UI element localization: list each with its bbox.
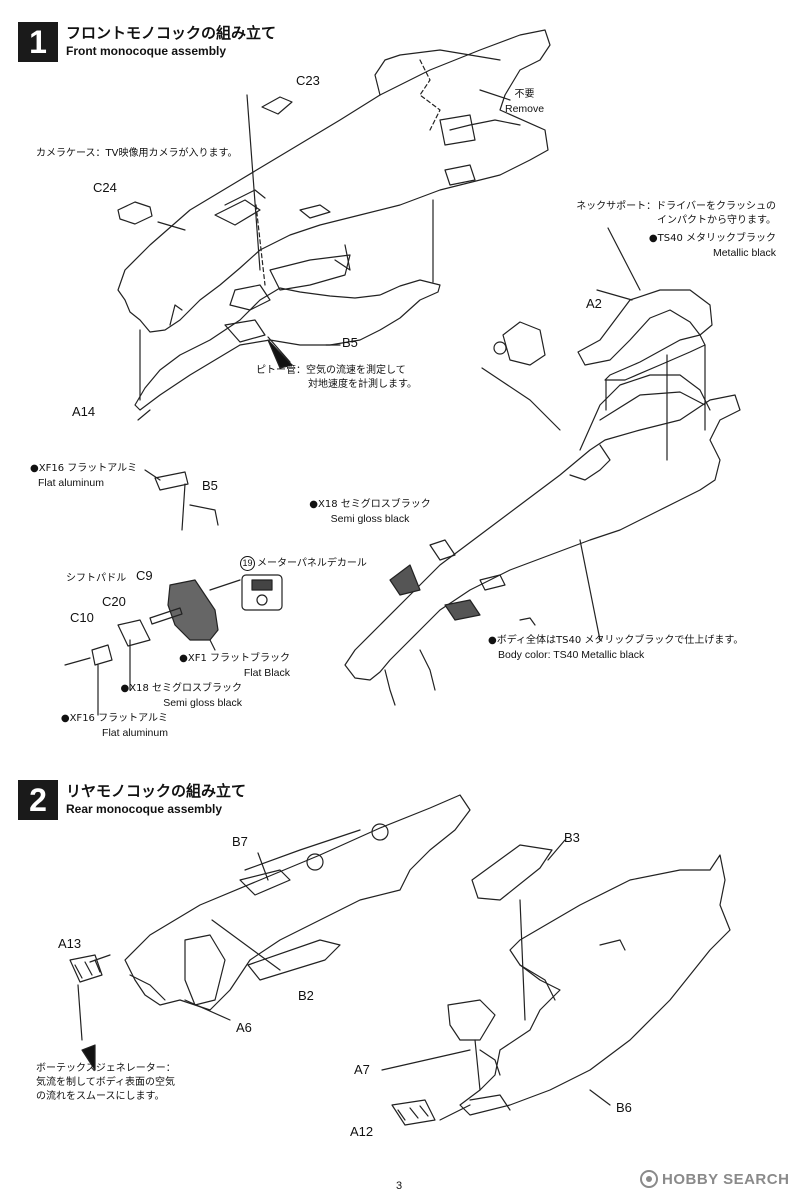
note-vortex-line1: ボーテックスジェネレーター： <box>36 1063 176 1074</box>
note-body-color-en: Body color: TS40 Metallic black <box>498 649 645 661</box>
note-vortex-generator: ボーテックスジェネレーター： 気流を制してボディ表面の空気 の流れをスムースにし… <box>36 1062 176 1104</box>
part-label-b6: B6 <box>616 1100 632 1115</box>
part-label-b2: B2 <box>298 988 314 1003</box>
part-label-a2: A2 <box>586 296 602 311</box>
note-xf1-c9: ●XF1 フラットブラック Flat Black <box>168 652 290 680</box>
front-monocoque-right-drawing <box>344 227 741 706</box>
part-label-c24: C24 <box>93 180 117 195</box>
note-x18-body-jp: ●X18 セミグロスブラック <box>309 499 431 510</box>
note-meter-panel-jp: メーターパネルデカール <box>257 558 367 569</box>
note-shift-paddle: シフトパドル <box>66 573 127 584</box>
note-camera-case: カメラケース：TV映像用カメラが入ります。 <box>36 148 238 159</box>
step-2-badge: 2 <box>18 780 58 820</box>
note-neck-support-line1: ネックサポート：ドライバーをクラッシュの <box>576 201 776 212</box>
part-label-b5-top: B5 <box>342 335 358 350</box>
note-pitot-line2: 対地速度を計測します。 <box>308 379 417 390</box>
step-1-title-jp: フロントモノコックの組み立て <box>66 24 277 42</box>
step-1-badge: 1 <box>18 22 58 62</box>
note-x18-body-en: Semi gloss black <box>330 513 410 525</box>
note-vortex-line3: の流れをスムースにします。 <box>36 1091 165 1102</box>
detail-drawings <box>64 469 283 716</box>
part-label-b7: B7 <box>232 834 248 849</box>
note-x18-c20-jp: ●X18 セミグロスブラック <box>120 683 242 694</box>
part-label-a12: A12 <box>350 1124 374 1139</box>
part-label-c10: C10 <box>70 610 94 625</box>
note-x18-body: ●X18 セミグロスブラック Semi gloss black <box>300 498 440 526</box>
vortex-pointer-icon <box>81 1044 96 1071</box>
note-ts40-neck: ●TS40 メタリックブラック Metallic black <box>600 232 776 260</box>
part-label-a6: A6 <box>236 1020 252 1035</box>
note-xf16-b5-jp: ●XF16 フラットアルミ <box>30 463 138 474</box>
note-xf1-c9-en: Flat Black <box>243 667 290 679</box>
note-x18-c20: ●X18 セミグロスブラック Semi gloss black <box>120 682 242 710</box>
note-pitot-tube: ピトー管：空気の流速を測定して 対地速度を計測します。 <box>256 364 417 392</box>
note-remove-jp: 不要 <box>514 89 535 100</box>
note-ts40-neck-en: Metallic black <box>712 247 776 259</box>
page-number: 3 <box>396 1180 403 1192</box>
note-remove: 不要 Remove <box>505 88 544 116</box>
front-monocoque-left-drawing <box>117 29 551 421</box>
note-xf16-b5-en: Flat aluminum <box>38 477 104 489</box>
decal-number-badge: 19 <box>240 556 255 571</box>
part-label-c20: C20 <box>102 594 126 609</box>
part-label-a13: A13 <box>58 936 82 951</box>
note-remove-en: Remove <box>505 103 545 115</box>
watermark-text: HOBBY SEARCH <box>662 1170 790 1188</box>
part-label-b5-detail: B5 <box>202 478 218 493</box>
note-vortex-line2: 気流を制してボディ表面の空気 <box>36 1077 175 1088</box>
note-ts40-neck-jp: ●TS40 メタリックブラック <box>648 233 776 244</box>
hobby-search-logo-icon <box>640 1170 658 1188</box>
note-xf1-c9-jp: ●XF1 フラットブラック <box>179 653 290 664</box>
note-neck-support-line2: インパクトから守ります。 <box>657 215 776 226</box>
note-xf16-c10-en: Flat aluminum <box>102 727 168 739</box>
part-label-a7: A7 <box>354 1062 370 1077</box>
part-label-a14: A14 <box>72 404 96 419</box>
note-xf16-c10: ●XF16 フラットアルミ Flat aluminum <box>56 712 168 740</box>
note-x18-c20-en: Semi gloss black <box>163 697 242 709</box>
watermark: HOBBY SEARCH <box>640 1170 789 1188</box>
note-body-color-jp: ●ボディ全体はTS40 メタリックブラックで仕上げます。 <box>488 635 744 646</box>
note-neck-support: ネックサポート：ドライバーをクラッシュの インパクトから守ります。 <box>560 200 776 228</box>
part-label-c9: C9 <box>136 568 153 583</box>
note-xf16-c10-jp: ●XF16 フラットアルミ <box>60 713 168 724</box>
rear-monocoque-left-drawing <box>69 794 471 1041</box>
part-label-c23: C23 <box>296 73 320 88</box>
part-label-b3: B3 <box>564 830 580 845</box>
note-body-color: ●ボディ全体はTS40 メタリックブラックで仕上げます。 Body color:… <box>488 634 743 662</box>
rear-monocoque-right-drawing <box>381 839 731 1126</box>
step-1-title-en: Front monocoque assembly <box>66 44 227 58</box>
step-2-title-en: Rear monocoque assembly <box>66 802 223 816</box>
note-pitot-line1: ピトー管：空気の流速を測定して <box>256 365 406 376</box>
note-xf16-b5: ●XF16 フラットアルミ Flat aluminum <box>30 462 137 490</box>
step-2-title-jp: リヤモノコックの組み立て <box>66 782 247 800</box>
